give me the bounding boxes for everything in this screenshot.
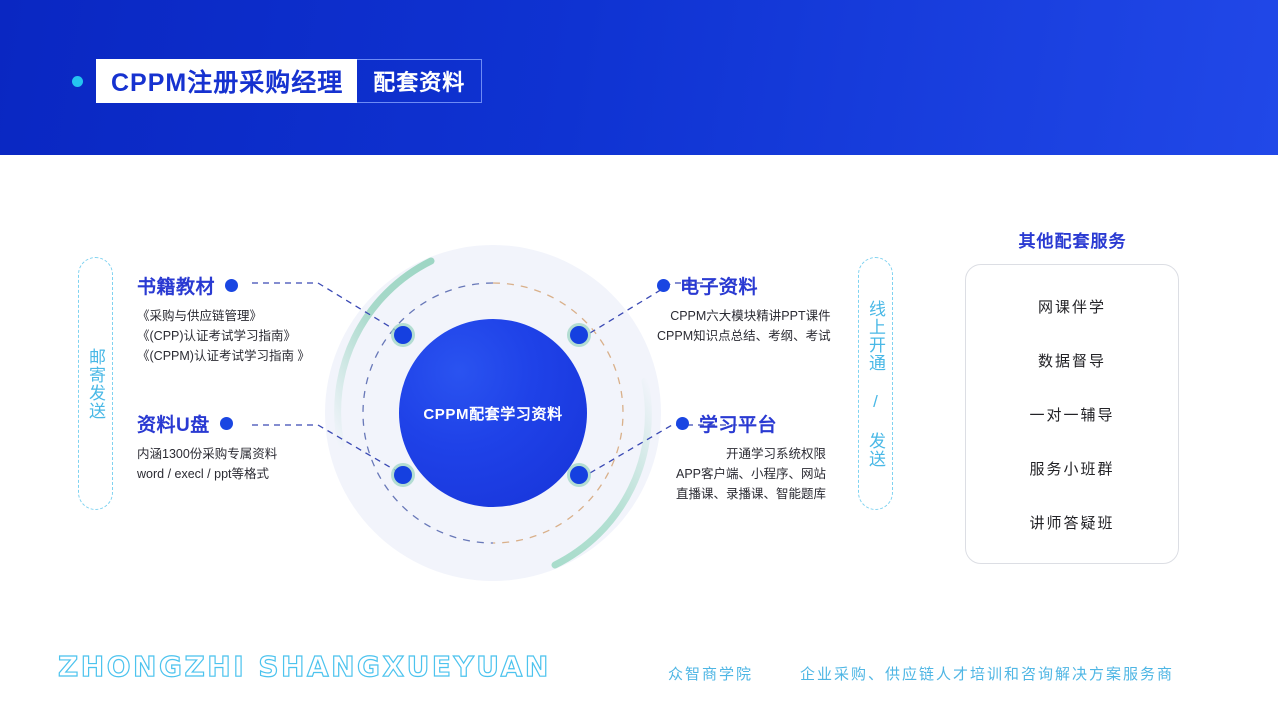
block-usb-title: 资料U盘	[137, 415, 210, 436]
center-circle: CPPM配套学习资料	[399, 319, 587, 507]
block-usb-head: 资料U盘	[137, 410, 277, 437]
pill-online-activation: 线上开通 / 发送	[858, 257, 893, 510]
node-dot-top-right	[570, 326, 588, 344]
block-books-line-2: 《(CPP)认证考试学习指南》	[137, 329, 297, 343]
block-platform-line-1: 开通学习系统权限	[726, 447, 827, 461]
dashed-ring	[362, 282, 624, 544]
block-platform-line-2: APP客户端、小程序、网站	[676, 467, 827, 481]
block-books-title: 书籍教材	[137, 277, 216, 298]
page-header: CPPM注册采购经理 配套资料	[0, 0, 1278, 155]
block-books-line-1: 《采购与供应链管理》	[137, 309, 263, 323]
mint-arc-decoration	[334, 257, 652, 569]
service-item-5: 讲师答疑班	[1029, 514, 1115, 532]
node-dot-top-left	[394, 326, 412, 344]
center-circle-label: CPPM配套学习资料	[423, 405, 563, 423]
block-electronic-lines: CPPM六大模块精讲PPT课件 CPPM知识点总结、考纲、考试	[657, 306, 831, 346]
block-platform: 学习平台 开通学习系统权限 APP客户端、小程序、网站 直播课、录播课、智能题库	[676, 410, 826, 504]
block-electronic: 电子资料 CPPM六大模块精讲PPT课件 CPPM知识点总结、考纲、考试	[657, 272, 831, 346]
services-title: 其他配套服务	[1018, 232, 1127, 251]
block-usb-line-2: word / execl / ppt等格式	[137, 467, 269, 481]
block-dot-icon	[676, 417, 689, 430]
block-electronic-title: 电子资料	[680, 277, 759, 298]
footer-logo: ZHONGZHI SHANGXUEYUAN	[57, 649, 551, 683]
footer-brand-name: 众智商学院	[668, 666, 754, 683]
block-platform-line-3: 直播课、录播课、智能题库	[676, 487, 827, 501]
bullet-dot-icon	[72, 76, 83, 87]
block-platform-lines: 开通学习系统权限 APP客户端、小程序、网站 直播课、录播课、智能题库	[676, 444, 826, 504]
block-usb-lines: 内涵1300份采购专属资料 word / execl / ppt等格式	[137, 444, 277, 484]
service-item-4: 服务小班群	[1029, 460, 1115, 478]
header-title-group: CPPM注册采购经理 配套资料	[96, 59, 483, 103]
pill-mail-delivery: 邮寄发送	[78, 257, 113, 510]
block-platform-title: 学习平台	[699, 415, 778, 436]
block-dot-icon	[225, 279, 239, 292]
block-dot-icon	[219, 417, 233, 430]
block-books-lines: 《采购与供应链管理》 《(CPP)认证考试学习指南》 《(CPPM)认证考试学习…	[137, 306, 310, 366]
block-books-head: 书籍教材	[137, 272, 310, 299]
services-card: 网课伴学 数据督导 一对一辅导 服务小班群 讲师答疑班	[965, 264, 1179, 564]
block-electronic-head: 电子资料	[657, 272, 831, 299]
footer-tagline: 企业采购、供应链人才培训和咨询解决方案服务商	[800, 666, 1175, 683]
service-item-1: 网课伴学	[1037, 298, 1106, 316]
page-subtitle-badge: 配套资料	[357, 59, 483, 103]
node-dot-bottom-right	[570, 466, 588, 484]
block-dot-icon	[657, 279, 670, 292]
service-item-2: 数据督导	[1037, 352, 1106, 370]
diagram-stage: CPPM配套学习资料 邮寄发送 线上开通 / 发送 书籍教材 《采购与供应链管理…	[0, 155, 1278, 718]
block-electronic-line-2: CPPM知识点总结、考纲、考试	[657, 329, 831, 343]
service-item-3: 一对一辅导	[1029, 406, 1115, 424]
connector-lines	[252, 282, 738, 474]
block-usb-line-1: 内涵1300份采购专属资料	[137, 447, 278, 461]
block-electronic-line-1: CPPM六大模块精讲PPT课件	[670, 309, 831, 323]
block-platform-head: 学习平台	[676, 410, 826, 437]
block-books: 书籍教材 《采购与供应链管理》 《(CPP)认证考试学习指南》 《(CPPM)认…	[137, 272, 310, 366]
block-usb: 资料U盘 内涵1300份采购专属资料 word / execl / ppt等格式	[137, 410, 277, 484]
node-dot-bottom-left	[394, 466, 412, 484]
page-title: CPPM注册采购经理	[96, 59, 358, 103]
block-books-line-3: 《(CPPM)认证考试学习指南 》	[137, 349, 310, 363]
